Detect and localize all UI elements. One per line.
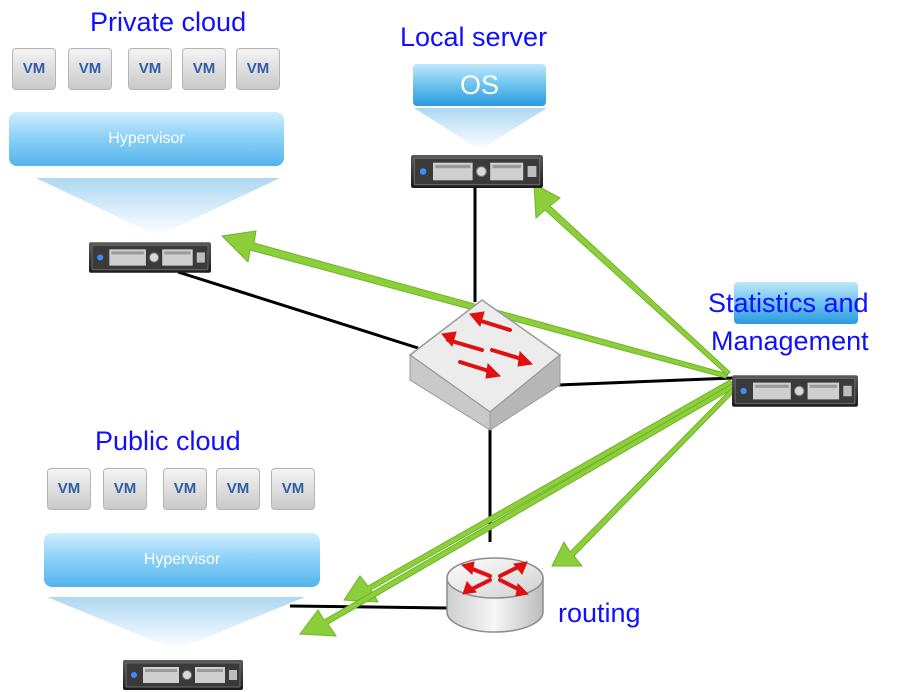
routing-label: routing [558,598,641,628]
server-icon [89,242,211,273]
stats-label-line2: Management [711,326,869,356]
switch-icon [408,299,562,431]
server-icon [732,375,858,407]
vm-icon: VM [236,48,280,90]
data-flow-arrows [220,183,736,637]
stats-label-line1: Statistics and [708,288,869,318]
local-server-funnel [414,108,547,150]
public-cloud-label: Public cloud [95,426,241,456]
router-icon [446,557,544,633]
server-icon [122,660,244,690]
vm-icon: VM [103,468,147,510]
private-hypervisor: Hypervisor [9,112,284,166]
server-icon [411,155,543,188]
vm-icon: VM [271,468,315,510]
public-cloud-funnel [47,597,305,650]
vm-icon: VM [68,48,112,90]
public-hypervisor: Hypervisor [44,533,320,587]
network-links [177,186,734,610]
private-cloud-label: Private cloud [90,7,247,37]
vm-icon: VM [47,468,91,510]
vm-icon: VM [128,48,172,90]
vm-icon: VM [216,468,260,510]
local-server-label: Local server [400,22,548,52]
stats-highlight-box [734,282,858,324]
vm-icon: VM [163,468,207,510]
vm-icon: VM [12,48,56,90]
os-box: OS [413,64,546,106]
vm-icon: VM [182,48,226,90]
private-cloud-funnel [36,178,280,236]
